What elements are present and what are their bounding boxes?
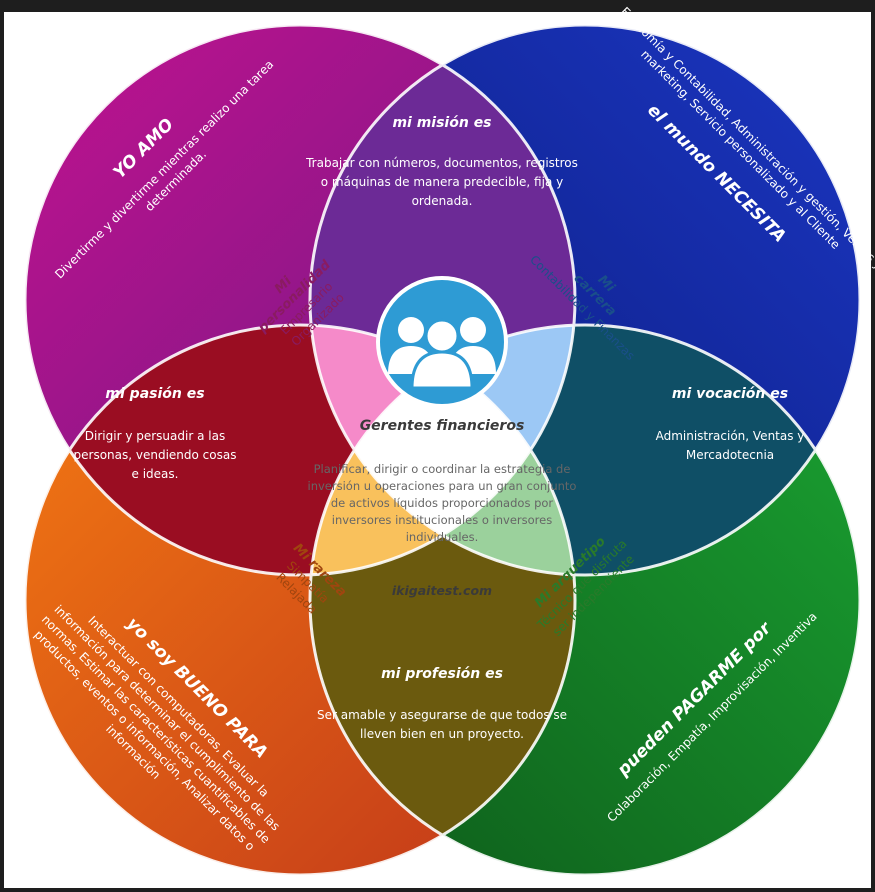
center-description-line-2: inversión u operaciones para un gran con… (308, 479, 577, 493)
passion-line-2: personas, vendiendo cosas (74, 448, 237, 462)
vocation-line-1: Administración, Ventas y (656, 429, 805, 443)
window-top-border (0, 0, 875, 12)
mission-line-2: o máquinas de manera predecible, fija y (321, 175, 563, 189)
people-group-icon (376, 276, 508, 408)
profession-heading: mi profesión es (381, 666, 503, 682)
center-description-line-3: de activos líquidos proporcionados por (331, 496, 554, 510)
window-bottom-border (0, 888, 875, 892)
window-left-border (0, 0, 4, 892)
profession-line-1: Ser amable y asegurarse de que todos se (317, 708, 567, 722)
center-description-line-1: Planificar, dirigir o coordinar la estra… (314, 462, 571, 476)
mission-line-1: Trabajar con números, documentos, regist… (305, 156, 578, 170)
mission-heading: mi misión es (392, 115, 491, 131)
mission-line-3: ordenada. (412, 194, 473, 208)
window-right-border (871, 0, 875, 892)
passion-line-1: Dirigir y persuadir a las (85, 429, 225, 443)
vocation-line-2: Mercadotecnia (686, 448, 774, 462)
passion-line-3: e ideas. (132, 467, 179, 481)
center-title: Gerentes financieros (360, 418, 525, 434)
center-description-line-5: individuales. (406, 530, 479, 544)
profession-line-2: lleven bien en un proyecto. (360, 727, 524, 741)
vocation-heading: mi vocación es (672, 386, 788, 402)
passion-heading: mi pasión es (105, 386, 204, 402)
center-description-line-4: inversores institucionales o inversores (332, 513, 552, 527)
site-label: ikigaitest.com (392, 583, 492, 598)
